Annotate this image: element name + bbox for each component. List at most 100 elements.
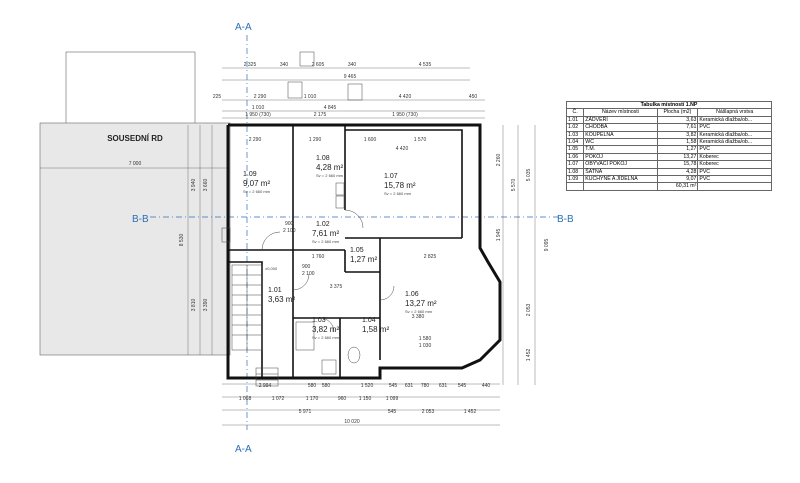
dim-text: 900 xyxy=(302,264,311,270)
col-header: Č. xyxy=(565,108,585,117)
col-header: Plocha (m2) xyxy=(656,108,699,117)
dim-text: 1 290 xyxy=(309,137,322,143)
table-cell: 1.01 xyxy=(565,115,585,125)
room-1-06-height: Sv = 2 660 mm xyxy=(405,309,433,314)
dim-text: 1 072 xyxy=(272,396,285,402)
section-lines: A-A A-A B-B B-B xyxy=(132,22,574,455)
room-1-08-area: 4,28 m² xyxy=(316,163,343,172)
dim-text: 1 452 xyxy=(526,349,532,362)
room-1-06-id: 1.06 xyxy=(405,291,419,298)
dim-text: 1 452 xyxy=(464,409,477,415)
stair-level: ±0,000 xyxy=(265,266,278,271)
dim-text: 1 950 (730) xyxy=(245,112,271,118)
room-1-09-area: 9,07 m² xyxy=(243,179,270,188)
dim-text: 4 535 xyxy=(419,62,432,68)
dim-text: 1 760 xyxy=(312,254,325,260)
dim-text: 2 100 xyxy=(302,271,315,277)
table-cell: 1.02 xyxy=(565,123,585,132)
dim-text: 2 053 xyxy=(422,409,435,415)
table-cell: POKOJ xyxy=(583,152,658,162)
bathroom-fixtures xyxy=(221,182,361,375)
dim-text: 3 390 xyxy=(203,299,209,312)
table-cell: Keramická dlažba/ob... xyxy=(697,138,772,147)
dim-text: 10 020 xyxy=(344,419,360,425)
dim-text: 1 068 xyxy=(239,396,252,402)
table-cell: 1.06 xyxy=(565,152,585,162)
room-1-03-height: Sv = 2 660 mm xyxy=(312,335,340,340)
table-cell: 9,07 xyxy=(656,175,699,184)
table-cell: 1.04 xyxy=(565,138,585,147)
room-1-04-id: 1.04 xyxy=(362,317,376,324)
table-cell: PVC xyxy=(697,123,772,132)
table-cell: PVC xyxy=(697,145,772,154)
table-cell: 1.07 xyxy=(565,160,585,169)
table-cell: 1.03 xyxy=(565,130,585,140)
table-cell: 1,27 xyxy=(656,145,699,154)
room-1-07-id: 1.07 xyxy=(384,173,398,180)
table-cell: KUCHYNĚ A JÍDELNA xyxy=(583,175,658,184)
dimension-lines xyxy=(187,67,536,426)
dim-text: 5 971 xyxy=(299,409,312,415)
room-1-08-height: Sv = 2 660 mm xyxy=(316,173,344,178)
dims-inner: 2 290 1 290 1 600 1 570 4 420 900 2 100 … xyxy=(249,137,437,349)
table-total-row: 60,31 m² xyxy=(565,182,772,191)
room-1-02-id: 1.02 xyxy=(316,221,330,228)
dim-text: 1 150 xyxy=(359,396,372,402)
dim-text: 5 570 xyxy=(511,179,517,192)
dim-text: 3 810 xyxy=(191,299,197,312)
room-1-01-id: 1.01 xyxy=(268,287,282,294)
dim-text: 2 100 xyxy=(283,228,296,234)
table-cell: 1,58 xyxy=(656,138,699,147)
table-cell: 15,78 xyxy=(656,160,699,169)
table-cell: Koberec xyxy=(697,152,772,162)
room-1-08-id: 1.08 xyxy=(316,155,330,162)
dim-text: 545 xyxy=(389,383,398,389)
dim-text: 580 xyxy=(322,383,331,389)
dim-text: 545 xyxy=(388,409,397,415)
dim-text: 225 xyxy=(213,94,222,100)
dim-text: 780 xyxy=(421,383,430,389)
dim-text: 9 095 xyxy=(544,239,550,252)
table-cell: KOUPELNA xyxy=(583,130,658,140)
table-cell: 4,28 xyxy=(656,167,699,177)
dim-text: 631 xyxy=(439,383,448,389)
dims-vertical: 3 940 3 660 8 530 3 810 3 390 2 260 5 57… xyxy=(179,154,550,362)
dim-text: 440 xyxy=(482,383,491,389)
table-cell: 1.05 xyxy=(565,145,585,154)
table-cell: 7,61 xyxy=(656,123,699,132)
building-walls xyxy=(226,123,502,380)
room-1-06-area: 13,27 m² xyxy=(405,299,437,308)
table-cell: T.M. xyxy=(583,145,658,154)
dim-text: 1 600 xyxy=(364,137,377,143)
room-1-02-area: 7,61 m² xyxy=(312,229,339,238)
table-cell: Keramická dlažba/ob... xyxy=(697,115,772,125)
col-header: Nášlapná vrstva xyxy=(697,108,772,117)
section-aa-bottom: A-A xyxy=(235,444,252,455)
dim-text: 2 994 xyxy=(259,383,272,389)
dim-text: 1 520 xyxy=(361,383,374,389)
col-header: Název místnosti xyxy=(583,108,658,117)
neighbor-label: SOUSEDNÍ RD xyxy=(107,134,163,143)
table-total: 60,31 m² xyxy=(656,182,699,191)
dim-text: 580 xyxy=(308,383,317,389)
table-cell: 3,82 xyxy=(656,130,699,140)
section-bb-left: B-B xyxy=(132,214,149,225)
table-title: Tabulka místností 1.NP xyxy=(566,100,772,110)
room-1-07-area: 15,78 m² xyxy=(384,181,416,190)
dim-text: 1 950 (730) xyxy=(392,112,418,118)
dim-text: 1 099 xyxy=(386,396,399,402)
dim-text: 1 030 xyxy=(419,343,432,349)
table-cell: Keramická dlažba/ob... xyxy=(697,130,772,140)
dim-text: 2 260 xyxy=(496,154,502,167)
room-1-05-id: 1.05 xyxy=(350,247,364,254)
dim-text: 2 290 xyxy=(249,137,262,143)
room-1-04-area: 1,58 m² xyxy=(362,325,389,334)
dim-text: 1 580 xyxy=(419,336,432,342)
